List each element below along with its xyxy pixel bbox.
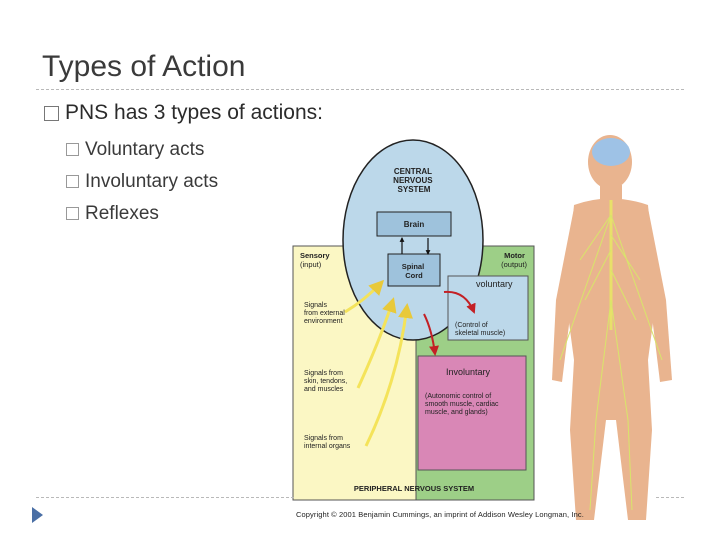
pns-label: PERIPHERAL NERVOUS SYSTEM bbox=[354, 484, 474, 493]
nav-arrow-icon[interactable] bbox=[30, 506, 44, 529]
bullet-box-icon bbox=[66, 175, 79, 189]
voluntary-box bbox=[447, 275, 529, 341]
copyright-text: Copyright © 2001 Benjamin Cummings, an i… bbox=[296, 510, 584, 519]
spinal-cord-box bbox=[387, 253, 441, 287]
voluntary-description: (Control of skeletal muscle) bbox=[455, 322, 505, 337]
slide-title: Types of Action bbox=[42, 50, 246, 83]
sensory-label: Sensory (input) bbox=[300, 251, 332, 269]
involuntary-label: Involuntary bbox=[446, 367, 491, 377]
main-bullet-text: PNS has 3 types of actions: bbox=[65, 101, 323, 124]
sensory-arrow-env bbox=[344, 279, 385, 314]
signals-skin-label: Signals from skin, tendons, and muscles bbox=[304, 370, 349, 393]
cns-label: CENTRAL NERVOUS SYSTEM bbox=[393, 167, 435, 194]
signals-environment-label: Signals from external environment bbox=[304, 302, 347, 325]
sub-bullet-text: Voluntary acts bbox=[85, 139, 205, 160]
sensory-arrow-skin bbox=[356, 297, 397, 389]
human-figure-illustration bbox=[552, 135, 672, 520]
sensory-arrow-organs bbox=[364, 303, 413, 447]
footer-divider-right bbox=[656, 497, 684, 498]
main-bullet: PNS has 3 types of actions: bbox=[44, 101, 323, 125]
footer-divider-left bbox=[36, 497, 294, 498]
motor-arrow-involuntary bbox=[423, 313, 439, 356]
sub-bullet-voluntary: Voluntary acts bbox=[66, 139, 204, 161]
sub-bullet-reflexes: Reflexes bbox=[66, 203, 159, 225]
spinal-cord-label: Spinal Cord bbox=[402, 262, 427, 280]
sub-bullet-text: Involuntary acts bbox=[85, 171, 219, 192]
motor-label: Motor (output) bbox=[501, 251, 527, 269]
voluntary-label: voluntary bbox=[476, 279, 513, 289]
bullet-box-icon bbox=[66, 143, 79, 157]
bullet-box-icon bbox=[66, 207, 79, 221]
sub-bullet-involuntary: Involuntary acts bbox=[66, 171, 218, 193]
title-divider bbox=[36, 89, 684, 90]
involuntary-box bbox=[417, 355, 527, 471]
brain-label: Brain bbox=[404, 220, 425, 229]
brain-box bbox=[376, 211, 452, 237]
bullet-box-icon bbox=[44, 105, 59, 121]
involuntary-description: (Autonomic control of smooth muscle, car… bbox=[425, 393, 500, 416]
motor-arrow-voluntary bbox=[443, 290, 476, 314]
sub-bullet-text: Reflexes bbox=[85, 203, 159, 224]
signals-organs-label: Signals from internal organs bbox=[304, 435, 351, 450]
